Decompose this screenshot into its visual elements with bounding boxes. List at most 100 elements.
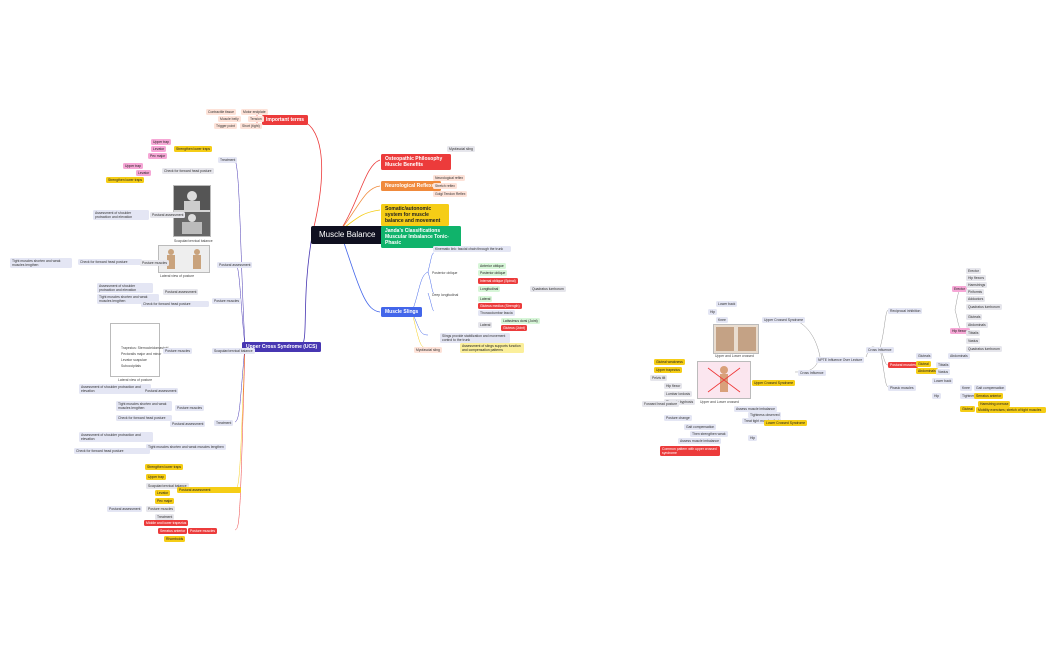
ucs-red-branch[interactable]: Posture muscles bbox=[188, 528, 218, 534]
rc-p-4[interactable]: Gait compensation bbox=[974, 385, 1007, 391]
sling-bottom-note[interactable]: Slings provide stabilization and movemen… bbox=[440, 333, 510, 343]
rc-sub-2[interactable]: Abdominals bbox=[948, 353, 970, 359]
rc-lb-4[interactable]: Vastus bbox=[966, 338, 981, 344]
rc-ucs-2[interactable]: Hip bbox=[708, 309, 718, 315]
term-tension[interactable]: Tension bbox=[248, 116, 264, 122]
ucs-label-12[interactable]: Tight muscles shorten and weak muscles l… bbox=[146, 444, 226, 450]
rc-b-1[interactable]: Assess muscle imbalance bbox=[734, 406, 778, 412]
sling-front-note[interactable]: Kinematic link: fascial chain through th… bbox=[433, 246, 511, 252]
rc-b-6[interactable]: Then strengthen weak bbox=[690, 431, 728, 437]
rc-branch-lcs[interactable]: Lower Crossed Syndrome bbox=[764, 420, 808, 426]
rc-hub2[interactable]: Cross Influence bbox=[866, 347, 894, 353]
ucs-label-cross[interactable]: Posture muscles bbox=[212, 298, 242, 304]
rc-left-yel-1[interactable]: Gluteal weakness bbox=[654, 359, 685, 365]
rc-left-4[interactable]: Thoracic kyphosis bbox=[664, 399, 696, 405]
ucs-note-2[interactable]: Check for forward head posture bbox=[162, 168, 214, 174]
ucs-yellow-7[interactable]: Rhomboids bbox=[164, 536, 186, 542]
sling-item-lateral[interactable]: Lateral bbox=[478, 296, 493, 302]
rc-sub-3[interactable]: Tibialis bbox=[936, 362, 951, 368]
sling-bottom-label[interactable]: Myofascial sling bbox=[414, 347, 442, 353]
sling-item-gmed[interactable]: Gluteus medius (Strength) bbox=[478, 303, 522, 309]
rc-p-3[interactable]: Knee bbox=[960, 385, 972, 391]
rc-b-5[interactable]: Gait compensation bbox=[684, 424, 717, 430]
ucs-yellow-main[interactable]: Strengthen lower traps bbox=[174, 146, 213, 152]
sling-item-lateral-2[interactable]: Lateral bbox=[478, 322, 493, 328]
rc-left-yel-2[interactable]: Upper trapezius bbox=[654, 367, 682, 373]
rc-left-5[interactable]: Forward head posture bbox=[642, 401, 680, 407]
ucs-pink-3[interactable]: Pec major bbox=[148, 153, 168, 159]
ucs-yellow-branch[interactable]: Postural assessment bbox=[177, 487, 241, 493]
rc-pink-2[interactable]: Hip flexors bbox=[950, 328, 971, 334]
ucs-yellow-4[interactable]: Upper trap bbox=[146, 474, 167, 480]
ucs-red-2[interactable]: Serratus anterior bbox=[158, 528, 188, 534]
rc-b-8[interactable]: Assess muscle imbalance bbox=[678, 438, 722, 444]
rc-b-3[interactable]: Posture change bbox=[664, 415, 692, 421]
branch-somatic[interactable]: Somatic/autonomic system for muscle bala… bbox=[381, 204, 449, 226]
term-contractile[interactable]: Contractile tissue bbox=[206, 109, 237, 115]
rc-lb-5[interactable]: Quadratus lumborum bbox=[966, 346, 1002, 352]
rc-la-1[interactable]: Erector bbox=[966, 268, 981, 274]
rc-ucs-1[interactable]: Lower back bbox=[716, 301, 738, 307]
rc-la-3[interactable]: Hamstrings bbox=[966, 282, 988, 288]
term-muscle-belly[interactable]: Muscle belly bbox=[218, 116, 241, 122]
rc-label-x[interactable]: Cross Influence bbox=[798, 370, 826, 376]
branch-muscle-slings[interactable]: Muscle Slings bbox=[381, 307, 423, 317]
rc-left-3[interactable]: Lumbar lordosis bbox=[664, 391, 693, 397]
ucs-note-11[interactable]: Assessment of shoulder protraction and e… bbox=[79, 432, 153, 442]
rc-sub-4[interactable]: Vastus bbox=[936, 369, 951, 375]
sling-item-posterior[interactable]: Posterior oblique bbox=[478, 270, 508, 276]
ucs-note-8[interactable]: Assessment of shoulder protraction and e… bbox=[79, 384, 151, 394]
rc-lb-2[interactable]: Abdominals bbox=[966, 322, 988, 328]
rc-yel-1[interactable]: Gluteal bbox=[916, 361, 931, 367]
ucs-label-x[interactable]: Postural assessment bbox=[150, 212, 186, 218]
sling-item-glut[interactable]: Gluteus (Joint) bbox=[501, 325, 528, 331]
ucs-yellow-6[interactable]: Pec major bbox=[155, 498, 175, 504]
ucs-treatment[interactable]: Treatment bbox=[218, 157, 238, 163]
rc-left-red[interactable]: Common pattern with upper crossed syndro… bbox=[660, 446, 720, 456]
sling-item-tlf[interactable]: Thoracolumbar fascia bbox=[478, 310, 515, 316]
branch-neuro-reflexes[interactable]: Neurological Reflexes bbox=[381, 181, 442, 191]
rc-yel-4[interactable]: Hamstring overuse bbox=[978, 401, 1011, 407]
branch-janda[interactable]: Janda's Classifications Muscular Imbalan… bbox=[381, 226, 461, 248]
rc-b-4[interactable]: Treat tight muscles first bbox=[742, 418, 781, 424]
rc-yel-long[interactable]: Mobility exercises; stretch of tight mus… bbox=[976, 407, 1046, 413]
ucs-label-prior[interactable]: Scapular/cervical balance bbox=[212, 348, 255, 354]
rc-yel-2[interactable]: Abdominals bbox=[916, 368, 938, 374]
rc-b-2[interactable]: Tightness observed bbox=[748, 412, 782, 418]
ucs-yellow-3[interactable]: Strengthen lower traps bbox=[145, 464, 184, 470]
reflex-golgi[interactable]: Golgi Tendon Reflex bbox=[433, 191, 468, 197]
rc-branch-recip[interactable]: Reciprocal inhibition bbox=[888, 308, 923, 314]
ucs-pink-1[interactable]: Upper trap bbox=[151, 139, 172, 145]
term-short[interactable]: Short (tight) bbox=[240, 123, 262, 129]
sling-bottom-yellow[interactable]: Assessment of slings supports function a… bbox=[460, 343, 524, 353]
ucs-pink-5[interactable]: Levator bbox=[136, 170, 152, 176]
ucs-label-14[interactable]: Posture muscles bbox=[146, 506, 176, 512]
ucs-gray-1[interactable]: Scapular/cervical balance bbox=[146, 483, 189, 489]
rc-branch-postural[interactable]: Postural muscles bbox=[888, 362, 918, 368]
rc-hub[interactable]: NPTE Influence Over Lecture bbox=[816, 357, 865, 363]
branch-important-terms[interactable]: Important terms bbox=[262, 115, 309, 125]
rc-left-1[interactable]: Pelvis tilt bbox=[650, 375, 668, 381]
sling-item-anterior[interactable]: Anterior oblique bbox=[478, 263, 506, 269]
rc-yel-5[interactable]: Gluteal bbox=[960, 406, 975, 412]
reflex-neuro[interactable]: Neurological reflex bbox=[433, 175, 466, 181]
ucs-label-6[interactable]: Postural assessment bbox=[163, 289, 199, 295]
rc-lb-1[interactable]: Gluteals bbox=[966, 314, 983, 320]
rc-ucs-label[interactable]: Upper Crossed Syndrome bbox=[762, 317, 806, 323]
rc-lb-3[interactable]: Tibialis bbox=[966, 330, 981, 336]
sling-item-internal-oblique[interactable]: Internal oblique (Spinal) bbox=[478, 278, 518, 284]
ucs-pink-4[interactable]: Upper trap bbox=[123, 163, 144, 169]
ucs-label-10[interactable]: Posture muscles bbox=[175, 405, 205, 411]
rc-sub-1[interactable]: Gluteals bbox=[916, 353, 933, 359]
branch-osteopathic[interactable]: Osteopathic Philosophy Muscle Benefits bbox=[381, 154, 451, 170]
rc-branch-ucs[interactable]: Upper Crossed Syndrome bbox=[752, 380, 796, 386]
rc-p-2[interactable]: Hip bbox=[932, 393, 942, 399]
ucs-yellow-2[interactable]: Strengthen lower traps bbox=[106, 177, 145, 183]
ucs-label-11[interactable]: Postural assessment bbox=[170, 421, 206, 427]
rc-la-6[interactable]: Quadratus lumborum bbox=[966, 304, 1002, 310]
term-motor-endplate[interactable]: Motor endplate bbox=[241, 109, 268, 115]
rc-la-2[interactable]: Hip flexors bbox=[966, 275, 987, 281]
term-trigger-point[interactable]: Trigger point bbox=[214, 123, 237, 129]
sling-label-2[interactable]: Deep longitudinal bbox=[432, 292, 459, 297]
ucs-label-13[interactable]: Postural assessment bbox=[107, 506, 143, 512]
